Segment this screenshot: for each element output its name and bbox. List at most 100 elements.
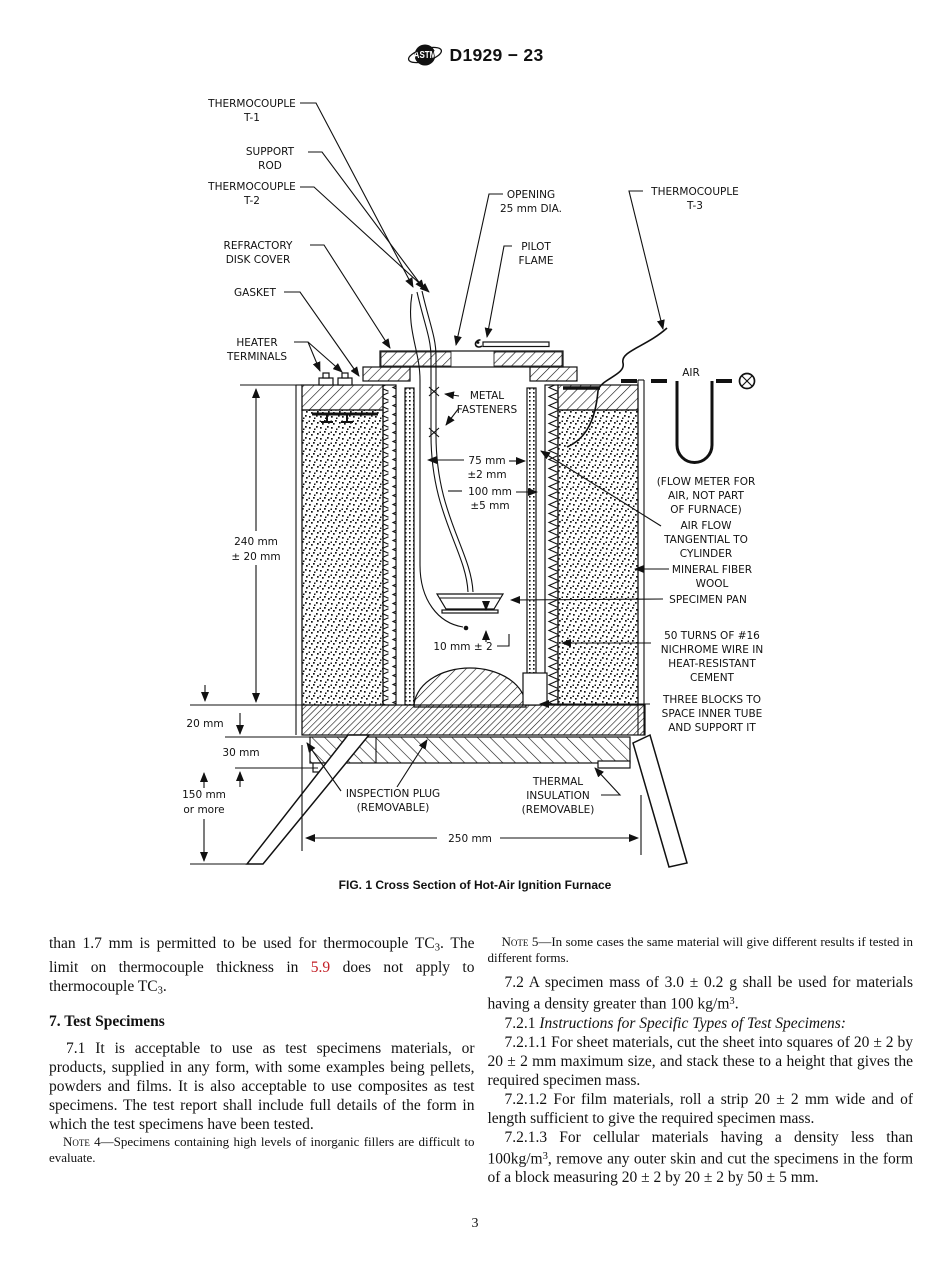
svg-text:FLAME: FLAME bbox=[518, 255, 553, 267]
label-pilot-flame: PILOT FLAME bbox=[518, 241, 553, 267]
svg-text:250 mm: 250 mm bbox=[448, 833, 492, 845]
label-gasket: GASKET bbox=[234, 287, 277, 299]
label-refractory-disk-cover: REFRACTORY DISK COVER bbox=[224, 240, 293, 266]
paragraph-7-2-1-3: 7.2.1.3 For cellular materials having a … bbox=[487, 1128, 914, 1187]
paragraph-7-1: 7.1 It is acceptable to use as test spec… bbox=[49, 1040, 475, 1134]
thermocouple-t3-wire bbox=[566, 327, 668, 448]
label-thermocouple-t1: THERMOCOUPLE T-1 bbox=[207, 98, 296, 124]
svg-text:THERMOCOUPLE: THERMOCOUPLE bbox=[650, 186, 739, 198]
svg-text:TANGENTIAL TO: TANGENTIAL TO bbox=[663, 534, 748, 546]
svg-text:50 TURNS OF #16: 50 TURNS OF #16 bbox=[664, 630, 760, 642]
mineral-wool-left bbox=[301, 409, 384, 706]
flow-meter-tube bbox=[675, 381, 714, 464]
label-opening: OPENING 25 mm DIA. bbox=[500, 189, 562, 215]
svg-text:T-1: T-1 bbox=[243, 112, 260, 124]
svg-text:MINERAL FIBER: MINERAL FIBER bbox=[672, 564, 752, 576]
svg-text:THERMOCOUPLE: THERMOCOUPLE bbox=[207, 181, 296, 193]
svg-text:± 20 mm: ± 20 mm bbox=[231, 551, 280, 563]
air-line bbox=[621, 372, 756, 464]
label-inspection-plug: INSPECTION PLUG (REMOVABLE) bbox=[346, 788, 440, 814]
paragraph-7-2: 7.2 A specimen mass of 3.0 ± 0.2 g shall… bbox=[487, 974, 914, 1013]
standard-designation: D1929 − 23 bbox=[449, 44, 544, 65]
svg-text:OPENING: OPENING bbox=[507, 189, 555, 201]
svg-text:150 mm: 150 mm bbox=[182, 789, 226, 801]
left-leg bbox=[245, 734, 371, 865]
svg-text:DISK COVER: DISK COVER bbox=[226, 254, 291, 266]
svg-text:(REMOVABLE): (REMOVABLE) bbox=[357, 802, 430, 814]
svg-text:75 mm: 75 mm bbox=[468, 455, 505, 467]
svg-text:PILOT: PILOT bbox=[521, 241, 551, 253]
label-metal-fasteners: METAL FASTENERS bbox=[457, 390, 518, 416]
svg-text:METAL: METAL bbox=[470, 390, 504, 402]
svg-text:(REMOVABLE): (REMOVABLE) bbox=[522, 804, 595, 816]
svg-text:ASTM: ASTM bbox=[413, 49, 436, 60]
svg-text:10 mm ± 2: 10 mm ± 2 bbox=[433, 641, 492, 653]
xref-5-9[interactable]: 5.9 bbox=[310, 958, 331, 976]
right-leg bbox=[632, 733, 688, 868]
mineral-wool-right bbox=[557, 409, 639, 706]
note-5: Note 5—In some cases the same material w… bbox=[487, 934, 914, 965]
inner-tube-left bbox=[404, 387, 415, 706]
svg-text:NICHROME WIRE IN: NICHROME WIRE IN bbox=[661, 644, 763, 656]
paragraph-7-2-1-2: 7.2.1.2 For film materials, roll a strip… bbox=[487, 1090, 914, 1127]
svg-text:AND SUPPORT IT: AND SUPPORT IT bbox=[668, 722, 756, 734]
svg-text:T-3: T-3 bbox=[686, 200, 703, 212]
right-column: Note 5—In some cases the same material w… bbox=[488, 934, 914, 1187]
dimension-labels: 75 mm ±2 mm 100 mm ±5 mm 10 mm ± 2 240 m… bbox=[182, 455, 512, 845]
svg-text:±5 mm: ±5 mm bbox=[470, 500, 509, 512]
label-flow-meter: (FLOW METER FOR AIR, NOT PART OF FURNACE… bbox=[657, 476, 756, 516]
body-text: than 1.7 mm is permitted to be used for … bbox=[49, 934, 913, 1187]
svg-text:±2 mm: ±2 mm bbox=[467, 469, 506, 481]
label-air: AIR bbox=[682, 367, 700, 379]
nichrome-column-right bbox=[544, 384, 559, 706]
svg-text:GASKET: GASKET bbox=[234, 287, 277, 299]
svg-text:REFRACTORY: REFRACTORY bbox=[224, 240, 293, 252]
svg-text:25 mm DIA.: 25 mm DIA. bbox=[500, 203, 562, 215]
svg-text:HEAT-RESISTANT: HEAT-RESISTANT bbox=[668, 658, 756, 670]
inner-tube-right bbox=[526, 387, 537, 706]
label-thermal-insulation: THERMAL INSULATION (REMOVABLE) bbox=[522, 776, 595, 816]
paragraph-7-2-1-1: 7.2.1.1 For sheet materials, cut the she… bbox=[487, 1033, 914, 1089]
svg-text:INSPECTION PLUG: INSPECTION PLUG bbox=[346, 788, 440, 800]
svg-text:SUPPORT: SUPPORT bbox=[246, 146, 295, 158]
pilot-flame-tube bbox=[474, 339, 550, 348]
svg-text:30 mm: 30 mm bbox=[222, 747, 259, 759]
support-rod bbox=[416, 291, 469, 593]
heater-terminals bbox=[318, 372, 353, 386]
paragraph-7-2-1: 7.2.1 Instructions for Specific Types of… bbox=[504, 1014, 846, 1032]
section-heading-7: 7. Test Specimens bbox=[49, 1013, 165, 1031]
svg-text:AIR FLOW: AIR FLOW bbox=[680, 520, 732, 532]
svg-text:HEATER: HEATER bbox=[236, 337, 277, 349]
svg-text:AIR: AIR bbox=[682, 367, 700, 379]
svg-text:AIR, NOT PART: AIR, NOT PART bbox=[668, 490, 744, 502]
page-header: ASTM D1929 − 23 bbox=[0, 42, 950, 68]
label-heater-terminals: HEATER TERMINALS bbox=[226, 337, 287, 363]
dimension-lines bbox=[190, 384, 642, 865]
svg-text:FASTENERS: FASTENERS bbox=[457, 404, 518, 416]
svg-text:ROD: ROD bbox=[258, 160, 282, 172]
bottom-slab bbox=[301, 704, 646, 736]
gasket-right bbox=[529, 366, 578, 382]
label-nichrome: 50 TURNS OF #16 NICHROME WIRE IN HEAT-RE… bbox=[661, 630, 763, 684]
label-air-flow: AIR FLOW TANGENTIAL TO CYLINDER bbox=[663, 520, 748, 560]
metal-fastener-clamps bbox=[428, 386, 440, 438]
label-support-rod: SUPPORT ROD bbox=[246, 146, 295, 172]
note-4: Note 4—Specimens containing high levels … bbox=[49, 1134, 475, 1166]
svg-text:THREE BLOCKS TO: THREE BLOCKS TO bbox=[662, 694, 761, 706]
svg-text:100 mm: 100 mm bbox=[468, 486, 512, 498]
paragraph-continuation: than 1.7 mm is permitted to be used for … bbox=[49, 935, 475, 997]
label-mineral-fiber-wool: MINERAL FIBER WOOL bbox=[672, 564, 752, 590]
astm-logo-icon: ASTM bbox=[407, 44, 442, 66]
specimen-pan bbox=[435, 593, 505, 614]
label-thermocouple-t2: THERMOCOUPLE T-2 bbox=[207, 181, 296, 207]
svg-text:THERMOCOUPLE: THERMOCOUPLE bbox=[207, 98, 296, 110]
svg-text:T-2: T-2 bbox=[243, 195, 260, 207]
page-number: 3 bbox=[471, 1216, 479, 1231]
nichrome-column-left bbox=[382, 384, 397, 706]
furnace-cross-section-figure: THERMOCOUPLE T-1 SUPPORT ROD THERMOCOUPL… bbox=[182, 98, 763, 868]
label-specimen-pan: SPECIMEN PAN bbox=[669, 594, 747, 606]
dome-plug bbox=[413, 667, 527, 708]
svg-text:SPECIMEN PAN: SPECIMEN PAN bbox=[669, 594, 747, 606]
label-three-blocks: THREE BLOCKS TO SPACE INNER TUBE AND SUP… bbox=[662, 694, 763, 734]
